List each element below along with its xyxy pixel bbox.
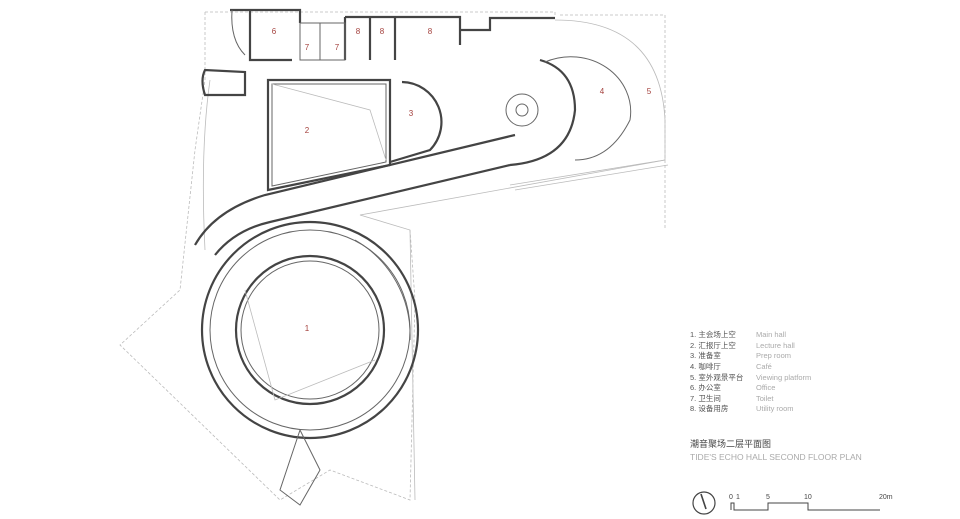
legend-zh-8: 8. 设备用房 xyxy=(690,403,728,413)
room-label-3: 3 xyxy=(409,109,414,118)
scale-label-10: 10 xyxy=(804,494,812,501)
room-label-8b: 8 xyxy=(380,27,385,36)
legend-en-5: Viewing platform xyxy=(756,373,811,382)
room-label-1: 1 xyxy=(305,324,310,333)
legend-zh-3: 3. 准备室 xyxy=(690,350,721,360)
main-circle-hall xyxy=(200,220,420,440)
room-label-8a: 8 xyxy=(356,27,361,36)
curved-corridor xyxy=(194,56,632,256)
scale-label-1: 1 xyxy=(736,494,740,501)
legend: 1. 主会场上空 Main hall 2. 汇报厅上空 Lecture hall… xyxy=(690,329,811,413)
legend-zh-6: 6. 办公室 xyxy=(690,382,721,392)
north-rooms xyxy=(201,8,555,506)
legend-en-8: Utility room xyxy=(756,404,794,413)
legend-en-7: Toilet xyxy=(756,394,774,403)
room-label-7a: 7 xyxy=(305,43,310,52)
room-label-2: 2 xyxy=(305,126,310,135)
plan-title-zh: 潮音聚场二层平面图 xyxy=(690,438,771,449)
legend-en-6: Office xyxy=(756,383,775,392)
legend-en-4: Café xyxy=(756,362,772,371)
legend-zh-5: 5. 室外观景平台 xyxy=(690,372,743,382)
legend-en-1: Main hall xyxy=(756,330,786,339)
room-labels: 1 2 3 4 5 6 7 7 8 8 8 xyxy=(272,27,652,333)
room-label-5: 5 xyxy=(647,87,652,96)
room-label-6: 6 xyxy=(272,27,277,36)
site-boundary xyxy=(119,11,666,501)
scale-bar: 0 1 5 10 20m xyxy=(729,494,893,511)
scale-label-20m: 20m xyxy=(879,494,893,501)
spiral-stair xyxy=(505,93,539,127)
plan-title-en: TIDE'S ECHO HALL SECOND FLOOR PLAN xyxy=(690,452,862,462)
legend-en-2: Lecture hall xyxy=(756,341,795,350)
legend-zh-1: 1. 主会场上空 xyxy=(690,329,736,339)
scale-label-5: 5 xyxy=(766,494,770,501)
legend-zh-4: 4. 咖啡厅 xyxy=(690,361,721,371)
outer-terrace xyxy=(202,19,669,501)
legend-zh-2: 2. 汇报厅上空 xyxy=(690,340,736,350)
lecture-hall xyxy=(266,78,443,192)
scale-label-0: 0 xyxy=(729,494,733,501)
north-arrow-icon xyxy=(692,491,716,515)
room-label-4: 4 xyxy=(600,87,605,96)
room-label-7b: 7 xyxy=(335,43,340,52)
room-label-8c: 8 xyxy=(428,27,433,36)
legend-en-3: Prep room xyxy=(756,351,791,360)
legend-zh-7: 7. 卫生间 xyxy=(690,393,721,403)
